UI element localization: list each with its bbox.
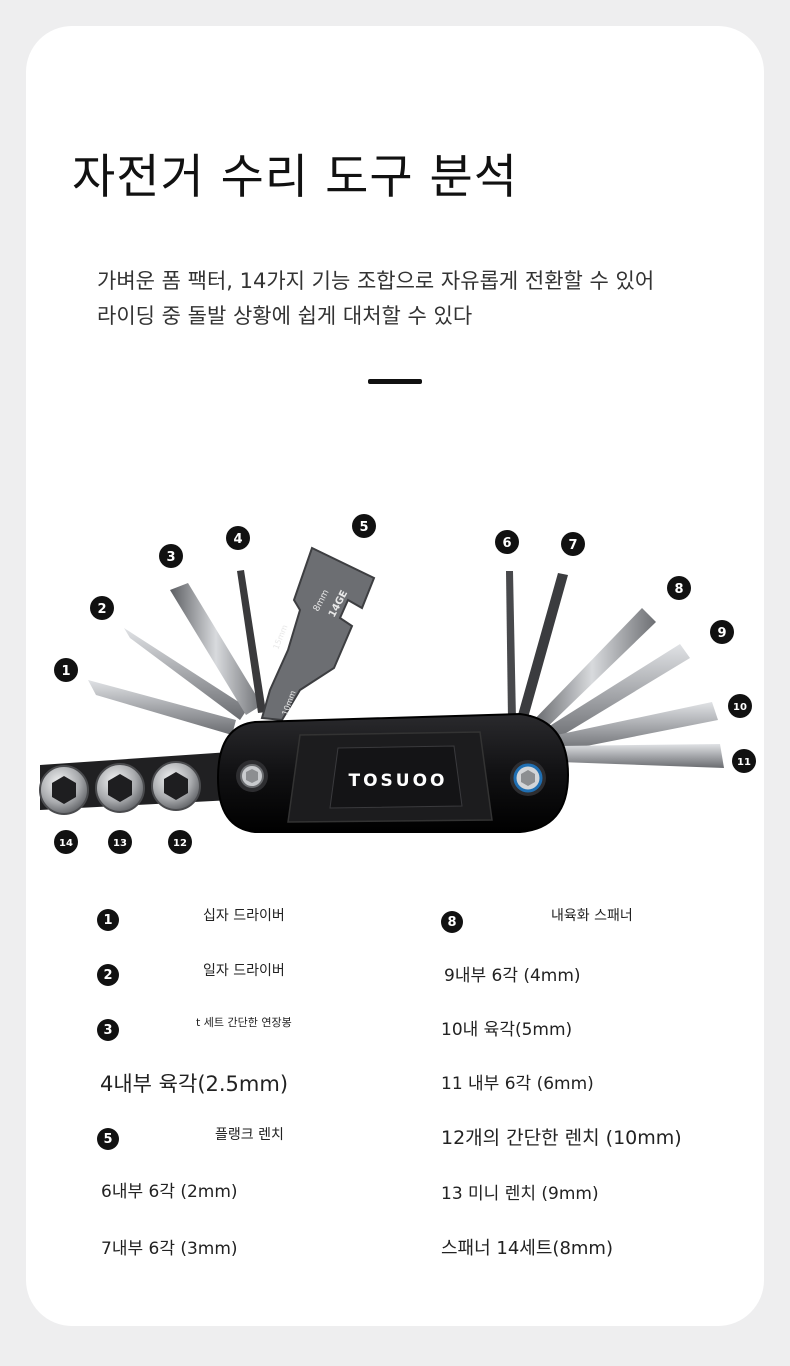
callout-4: 4 <box>226 526 250 550</box>
spec-item-6: 6내부 6각 (2mm) <box>101 1182 238 1202</box>
spec-item-5: 플랭크 렌치 <box>215 1127 284 1143</box>
tool-bit-hex-3 <box>516 573 568 725</box>
spec-item-13: 13 미니 렌치 (9mm) <box>441 1184 599 1204</box>
svg-text:10: 10 <box>733 702 747 713</box>
svg-text:5: 5 <box>359 520 368 535</box>
callout-8: 8 <box>667 576 691 600</box>
callout-3: 3 <box>159 544 183 568</box>
tool-body: TOSUOO <box>216 712 570 833</box>
spec-item-8: 내육화 스패너 <box>551 908 633 924</box>
divider <box>368 379 422 384</box>
subtitle-line-1: 가벼운 폼 팩터, 14가지 기능 조합으로 자유롭게 전환할 수 있어 <box>97 269 655 293</box>
svg-text:14: 14 <box>59 838 73 849</box>
multi-tool-illustration: 8mm 14GE 15mm 10mm <box>39 514 756 854</box>
tool-bit-hex-extra <box>558 744 724 768</box>
tool-bit-hex-4 <box>528 608 656 736</box>
tool-bit-flat <box>124 628 248 720</box>
spec-item-2: 일자 드라이버 <box>203 963 285 979</box>
svg-text:9: 9 <box>717 626 726 641</box>
svg-text:11: 11 <box>737 757 751 768</box>
svg-text:3: 3 <box>166 550 175 565</box>
svg-text:1: 1 <box>61 664 70 679</box>
callout-5: 5 <box>352 514 376 538</box>
svg-text:8: 8 <box>674 582 683 597</box>
callout-9: 9 <box>710 620 734 644</box>
callout-6: 6 <box>495 530 519 554</box>
socket-10mm <box>151 761 201 811</box>
svg-text:12: 12 <box>173 838 187 849</box>
spec-item-11: 11 내부 6각 (6mm) <box>441 1074 594 1094</box>
spec-item-12: 12개의 간단한 렌치 (10mm) <box>441 1127 682 1149</box>
spec-item-3: t 세트 간단한 연장봉 <box>196 1016 292 1029</box>
bolt-right <box>510 760 546 796</box>
engrave-15mm: 15mm <box>272 623 290 650</box>
spec-item-1: 십자 드라이버 <box>203 908 285 924</box>
callout-12: 12 <box>168 830 192 854</box>
tool-bit-t25 <box>170 583 262 715</box>
callout-10: 10 <box>728 694 752 718</box>
tool-bit-hex-2 <box>506 571 516 720</box>
callout-11: 11 <box>732 749 756 773</box>
spec-badge-2: 2 <box>97 964 119 986</box>
socket-9mm <box>95 763 145 813</box>
spec-badge-1: 1 <box>97 909 119 931</box>
svg-text:2: 2 <box>97 602 106 617</box>
spec-badge-5: 5 <box>97 1128 119 1150</box>
subtitle-line-2: 라이딩 중 돌발 상황에 쉽게 대처할 수 있다 <box>97 304 473 328</box>
socket-8mm <box>39 765 89 815</box>
subtitle: 가벼운 폼 팩터, 14가지 기능 조합으로 자유롭게 전환할 수 있어 라이딩… <box>97 264 737 334</box>
socket-set <box>39 752 232 815</box>
brand-logo: TOSUOO <box>349 771 448 791</box>
spec-item-9: 9내부 6각 (4mm) <box>444 966 581 986</box>
tool-bit-phillips <box>88 680 236 735</box>
callout-1: 1 <box>54 658 78 682</box>
svg-text:4: 4 <box>233 532 242 547</box>
spec-item-10: 10내 육각(5mm) <box>441 1020 573 1040</box>
tool-bit-hex-6 <box>552 702 718 752</box>
spec-item-4: 4내부 육각(2.5mm) <box>100 1072 289 1096</box>
tool-bit-hex-2-5 <box>237 570 266 713</box>
tool-bit-hex-5 <box>540 644 690 744</box>
plate-wrench: 8mm 14GE 15mm 10mm <box>260 546 376 722</box>
svg-text:13: 13 <box>113 838 127 849</box>
spec-badge-8: 8 <box>441 911 463 933</box>
svg-text:6: 6 <box>502 536 511 551</box>
callout-2: 2 <box>90 596 114 620</box>
spec-item-14: 스패너 14세트(8mm) <box>441 1238 613 1259</box>
callout-14: 14 <box>54 830 78 854</box>
callout-7: 7 <box>561 532 585 556</box>
svg-text:7: 7 <box>568 538 577 553</box>
bolt-left <box>236 760 268 792</box>
spec-badge-3: 3 <box>97 1019 119 1041</box>
callout-13: 13 <box>108 830 132 854</box>
spec-item-7: 7내부 6각 (3mm) <box>101 1239 238 1259</box>
page-title: 자전거 수리 도구 분석 <box>72 150 518 205</box>
